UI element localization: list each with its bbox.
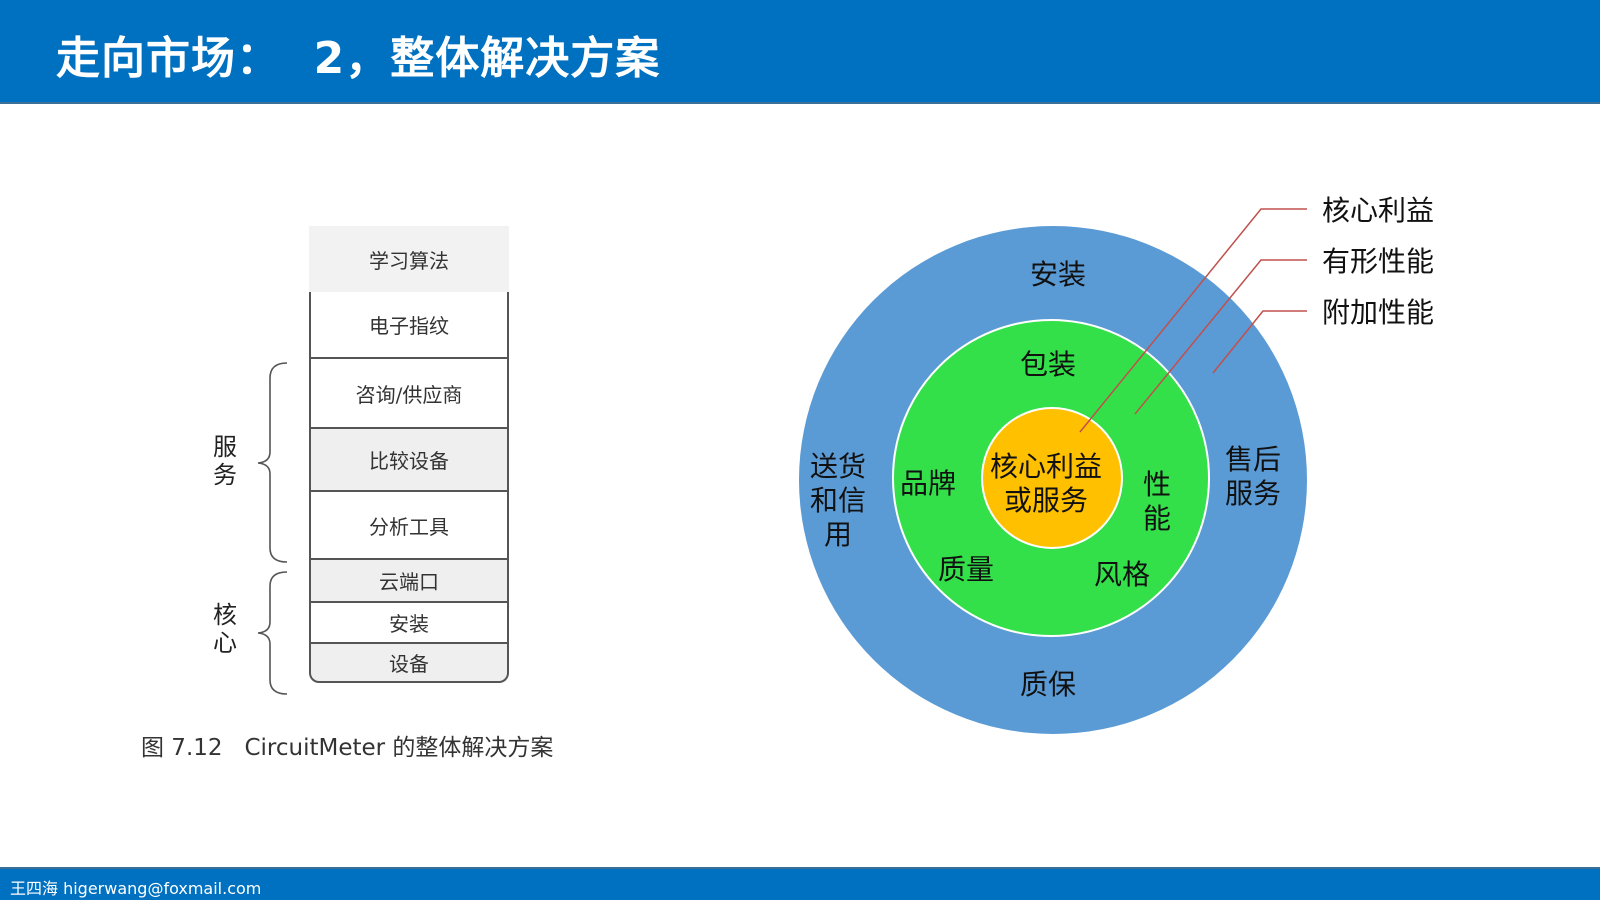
layer-label: 咨询/供应商 <box>355 382 463 407</box>
layer-install: 安装 <box>309 603 509 644</box>
layer-label: 分析工具 <box>369 514 449 539</box>
core-brace-icon <box>257 571 288 695</box>
core-brace-label: 核 心 <box>213 601 237 657</box>
service-brace-icon <box>257 362 288 563</box>
middle-label-bottom-left: 质量 <box>938 553 995 586</box>
layer-analysis-tools: 分析工具 <box>309 492 509 560</box>
outer-label-right: 售后 服务 <box>1225 443 1282 510</box>
page-title: 走向市场： 2，整体解决方案 <box>56 33 661 84</box>
layer-cloud-port: 云端口 <box>309 560 509 603</box>
layer-label: 安装 <box>389 612 429 636</box>
layer-consulting: 咨询/供应商 <box>309 359 509 429</box>
layer-compare-devices: 比较设备 <box>309 429 509 492</box>
layer-label: 学习算法 <box>369 248 449 273</box>
legend-augmented: 附加性能 <box>1322 296 1435 329</box>
middle-label-left: 品牌 <box>900 467 957 500</box>
figure-caption: 图 7.12 CircuitMeter 的整体解决方案 <box>141 735 554 761</box>
legend-tangible: 有形性能 <box>1322 245 1435 278</box>
middle-label-right: 性 能 <box>1143 468 1172 535</box>
layer-label: 设备 <box>389 652 429 676</box>
leader-line-augmented <box>1212 310 1307 374</box>
layer-label: 比较设备 <box>369 449 449 473</box>
layer-learning-algorithm: 学习算法 <box>309 226 509 292</box>
service-brace-label: 服 务 <box>213 433 237 489</box>
center-label: 核心利益 或服务 <box>990 450 1103 517</box>
author-contact: 王四海 higerwang@foxmail.com <box>10 879 262 898</box>
layer-stack: 学习算法 电子指纹 咨询/供应商 比较设备 分析工具 云端口 安装 设备 <box>309 226 509 683</box>
middle-label-bottom-right: 风格 <box>1094 558 1151 591</box>
outer-label-bottom: 质保 <box>1020 668 1077 701</box>
layer-label: 云端口 <box>379 570 439 594</box>
header-bar: 走向市场： 2，整体解决方案 <box>0 0 1600 104</box>
outer-label-left: 送货 和信 用 <box>810 450 867 551</box>
leader-line-tangible <box>1134 259 1307 415</box>
middle-label-top: 包装 <box>1020 348 1077 381</box>
layer-device: 设备 <box>309 644 509 683</box>
outer-label-top: 安装 <box>1030 258 1087 291</box>
layer-label: 电子指纹 <box>369 314 449 338</box>
footer-bar: 王四海 higerwang@foxmail.com <box>0 867 1600 900</box>
legend-core-benefit: 核心利益 <box>1322 194 1435 227</box>
layer-fingerprint: 电子指纹 <box>309 292 509 359</box>
inner-core <box>981 407 1123 549</box>
leader-line-core <box>1079 208 1307 433</box>
